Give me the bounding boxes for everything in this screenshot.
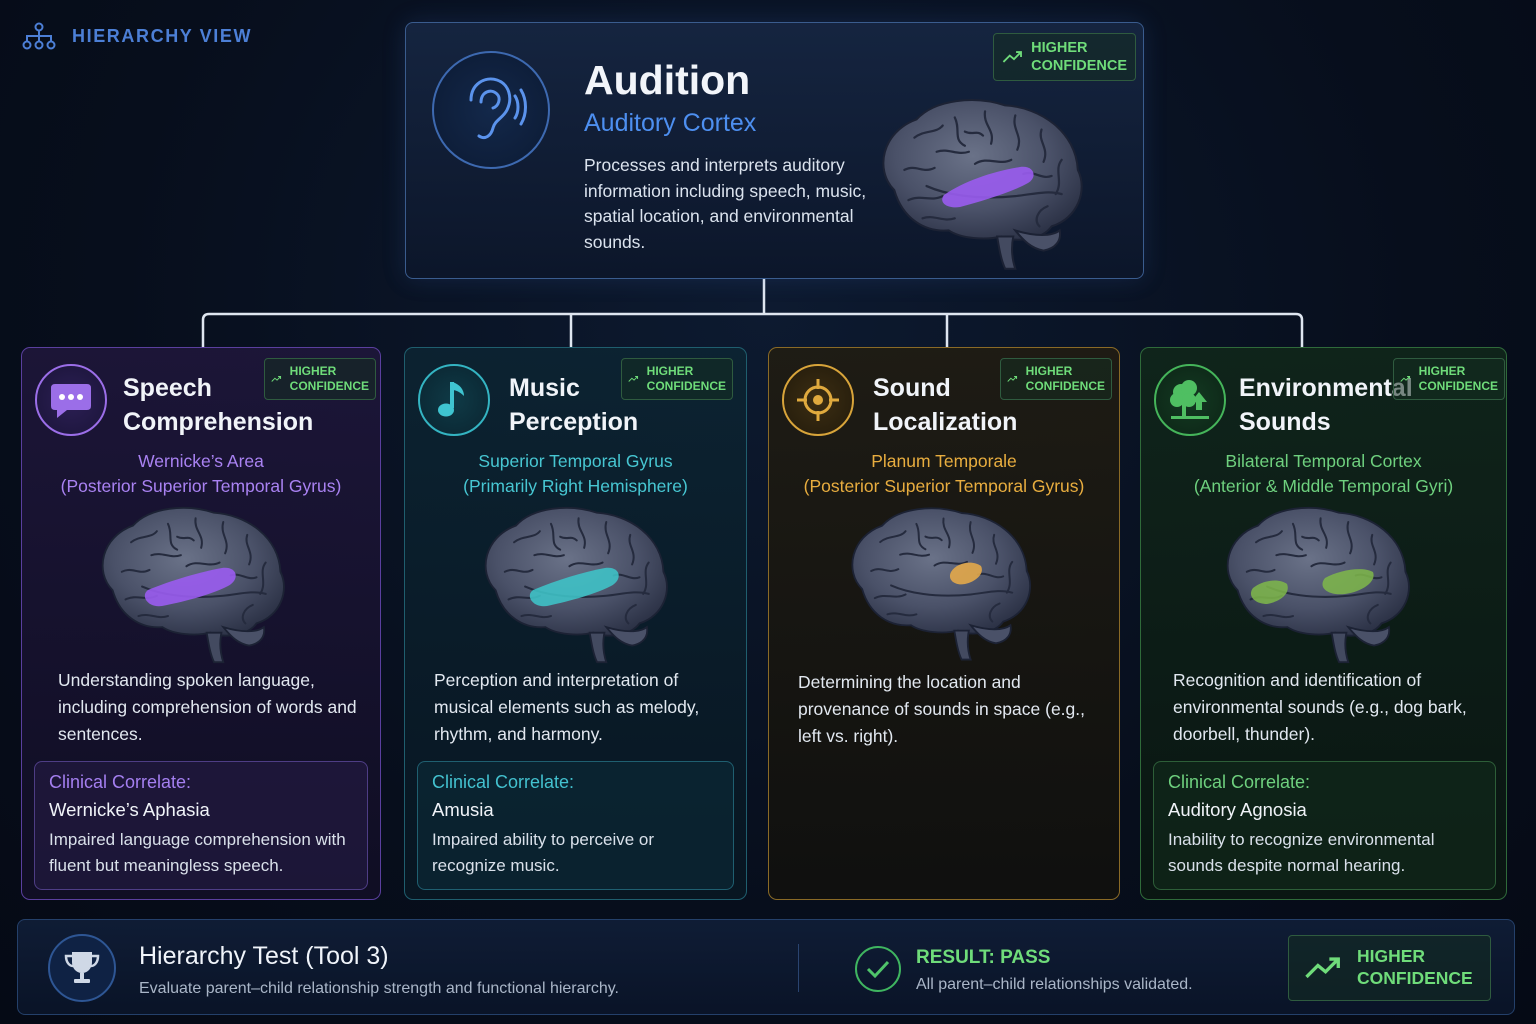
clinical-correlate-box: Clinical Correlate: Amusia Impaired abil… bbox=[417, 761, 734, 890]
confidence-line-2: CONFIDENCE bbox=[1031, 57, 1127, 75]
trend-up-icon bbox=[271, 369, 282, 389]
trend-up-icon bbox=[1303, 954, 1343, 982]
clinical-name: Wernicke’s Aphasia bbox=[49, 799, 353, 821]
parent-title: Audition bbox=[584, 57, 750, 104]
child-region: Wernicke’s Area(Posterior Superior Tempo… bbox=[22, 449, 380, 499]
brain-image-wernickes-area bbox=[82, 498, 300, 664]
brain-image-temporal-cortex bbox=[1207, 498, 1425, 664]
hierarchy-icon bbox=[22, 22, 56, 50]
clinical-description: Impaired language comprehension with flu… bbox=[49, 827, 353, 879]
brain-image-superior-temporal-gyrus bbox=[465, 498, 683, 664]
music-icon-circle bbox=[418, 364, 490, 436]
target-icon-circle bbox=[782, 364, 854, 436]
trend-up-icon bbox=[1400, 369, 1411, 389]
child-description: Perception and interpretation of musical… bbox=[434, 667, 734, 748]
parent-card-audition[interactable]: Audition Auditory Cortex Processes and i… bbox=[405, 22, 1144, 279]
target-icon bbox=[795, 377, 841, 423]
tree-icon bbox=[1167, 378, 1213, 422]
result-title: RESULT: PASS bbox=[916, 947, 1050, 969]
hierarchy-view-tag: HIERARCHY VIEW bbox=[22, 22, 252, 50]
parent-description: Processes and interprets auditory inform… bbox=[584, 153, 874, 255]
clinical-label: Clinical Correlate: bbox=[1168, 772, 1481, 793]
clinical-label: Clinical Correlate: bbox=[432, 772, 719, 793]
confidence-line-1: HIGHER bbox=[1031, 39, 1127, 57]
speech-bubble-icon bbox=[49, 380, 93, 420]
clinical-name: Auditory Agnosia bbox=[1168, 799, 1481, 821]
hierarchy-test-bar: Hierarchy Test (Tool 3) Evaluate parent–… bbox=[17, 919, 1515, 1015]
clinical-label: Clinical Correlate: bbox=[49, 772, 353, 793]
child-description: Determining the location and provenance … bbox=[798, 669, 1098, 750]
brain-image-planum-temporale bbox=[835, 498, 1043, 662]
footer-title: Hierarchy Test (Tool 3) bbox=[139, 942, 389, 971]
ear-icon bbox=[451, 70, 531, 150]
child-region: Bilateral Temporal Cortex(Anterior & Mid… bbox=[1141, 449, 1506, 499]
clinical-correlate-box: Clinical Correlate: Wernicke’s Aphasia I… bbox=[34, 761, 368, 890]
clinical-description: Inability to recognize environmental sou… bbox=[1168, 827, 1481, 879]
trend-up-icon bbox=[628, 369, 639, 389]
child-region: Planum Temporale(Posterior Superior Temp… bbox=[769, 449, 1119, 499]
result-subtitle: All parent–child relationships validated… bbox=[916, 976, 1193, 994]
footer-subtitle: Evaluate parent–child relationship stren… bbox=[139, 980, 619, 998]
brain-image-auditory-cortex bbox=[864, 87, 1096, 273]
ear-icon-circle bbox=[432, 51, 550, 169]
trend-up-icon bbox=[1007, 369, 1018, 389]
child-description: Understanding spoken language, including… bbox=[58, 667, 358, 748]
parent-subtitle: Auditory Cortex bbox=[584, 109, 756, 138]
hierarchy-view-label: HIERARCHY VIEW bbox=[72, 26, 252, 47]
child-description: Recognition and identification of enviro… bbox=[1173, 667, 1473, 748]
tree-icon-circle bbox=[1154, 364, 1226, 436]
footer-divider bbox=[798, 944, 799, 992]
child-region: Superior Temporal Gyrus(Primarily Right … bbox=[405, 449, 746, 499]
trophy-icon-circle bbox=[48, 934, 116, 1002]
trophy-icon bbox=[62, 948, 102, 988]
speech-icon-circle bbox=[35, 364, 107, 436]
clinical-correlate-box: Clinical Correlate: Auditory Agnosia Ina… bbox=[1153, 761, 1496, 890]
check-circle-icon bbox=[855, 946, 901, 992]
clinical-name: Amusia bbox=[432, 799, 719, 821]
trend-up-icon bbox=[1002, 46, 1023, 68]
music-note-icon bbox=[434, 378, 474, 422]
clinical-description: Impaired ability to perceive or recogniz… bbox=[432, 827, 719, 879]
